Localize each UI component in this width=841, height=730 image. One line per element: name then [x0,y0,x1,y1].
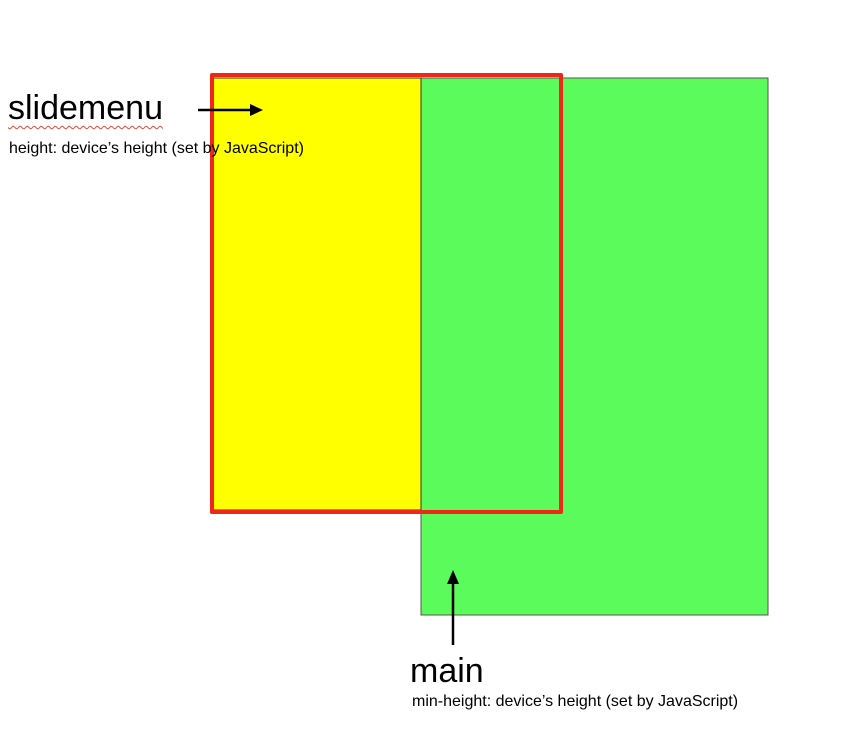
main-arrow [447,570,459,645]
slidemenu-description: height: device’s height (set by JavaScri… [9,140,304,157]
main-title: main [410,652,484,690]
slidemenu-arrow [198,104,263,116]
main-box [420,77,769,616]
slidemenu-title: slidemenu [8,89,163,127]
main-description: min-height: device’s height (set by Java… [412,693,739,710]
viewport-highlight-outline [210,73,563,514]
slidemenu-box [212,77,422,511]
